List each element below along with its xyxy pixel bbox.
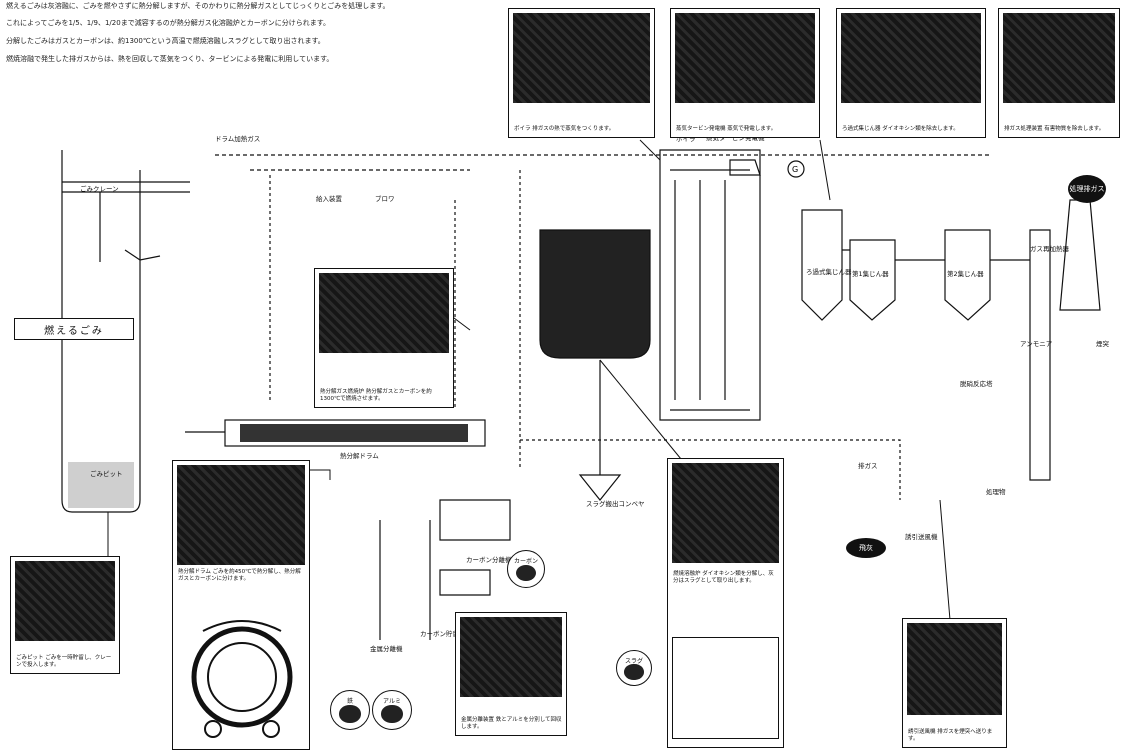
exhaust-label: 排ガス bbox=[858, 462, 878, 470]
photo-filter-caption: ろ過式集じん器 ダイオキシン類を除去します。 bbox=[842, 126, 981, 133]
clean-exhaust-badge: 処理排ガス bbox=[1068, 175, 1106, 203]
photo-drum-gas: 熱分解ガス燃焼炉 熱分解ガスとカーボンを約1300℃で燃焼させます。 bbox=[314, 268, 454, 408]
fan-label: ブロワ bbox=[375, 195, 395, 203]
slag-conveyor-label: スラグ搬出コンベヤ bbox=[586, 500, 645, 508]
carbon-output-label: カーボン bbox=[508, 556, 544, 565]
aluminum-output-label: アルミ bbox=[373, 696, 411, 705]
photo-melting-caption: 燃焼溶融炉 ダイオキシン類を分解し、灰分はスラグとして取り出します。 bbox=[673, 571, 779, 585]
aluminum-output-circle: アルミ bbox=[372, 690, 412, 730]
carbon-output-circle: カーボン bbox=[507, 550, 545, 588]
photo-pit: ごみピット ごみを一時貯留し、クレーンで投入します。 bbox=[10, 556, 120, 674]
ammonia-label: アンモニア bbox=[1020, 340, 1052, 348]
chimney-label: 煙突 bbox=[1096, 340, 1109, 348]
photo-turbine: 蒸気タービン発電機 蒸気で発電します。 bbox=[670, 8, 820, 138]
drum-gas-label: ドラム加熱ガス bbox=[215, 135, 260, 143]
photo-drum-gas-caption: 熱分解ガス燃焼炉 熱分解ガスとカーボンを約1300℃で燃焼させます。 bbox=[320, 389, 449, 403]
slag-output-circle: スラグ bbox=[616, 650, 652, 686]
fly-ash-badge: 飛灰 bbox=[846, 538, 886, 558]
photo-boiler: ボイラ 排ガスの熱で蒸気をつくります。 bbox=[508, 8, 655, 138]
pit-label: ごみピット bbox=[90, 470, 123, 478]
dust-collector-1-label: 第1集じん器 bbox=[852, 270, 889, 278]
iron-output-circle: 鉄 bbox=[330, 690, 370, 730]
treated-label: 処理物 bbox=[986, 488, 1006, 496]
photo-metal-caption: 金属分離装置 鉄とアルミを分別して回収します。 bbox=[461, 717, 562, 731]
denox-label: 脱硝反応塔 bbox=[960, 380, 993, 388]
photo-turbine-caption: 蒸気タービン発電機 蒸気で発電します。 bbox=[676, 126, 815, 133]
photo-gas-caption: 排ガス処理装置 有害物質を除去します。 bbox=[1004, 126, 1115, 133]
photo-boiler-caption: ボイラ 排ガスの熱で蒸気をつくります。 bbox=[514, 126, 650, 133]
photo-melting: 燃焼溶融炉 ダイオキシン類を分解し、灰分はスラグとして取り出します。 bbox=[667, 458, 784, 748]
photo-filter: ろ過式集じん器 ダイオキシン類を除去します。 bbox=[836, 8, 986, 138]
photo-gas: 排ガス処理装置 有害物質を除去します。 bbox=[998, 8, 1120, 138]
drum-inlet-label: 給入装置 bbox=[316, 195, 342, 203]
drum-diagram bbox=[183, 611, 301, 743]
dust-collector-2-label: 第2集じん器 bbox=[947, 270, 984, 278]
main-fan-label: 誘引送風機 bbox=[905, 533, 938, 541]
metal-separator-label: 金属分離機 bbox=[370, 645, 403, 653]
photo-drum: 熱分解ドラム ごみを約450℃で熱分解し、熱分解ガスとカーボンに分けます。 bbox=[172, 460, 310, 750]
photo-fan: 誘引送風機 排ガスを煙突へ送ります。 bbox=[902, 618, 1007, 748]
photo-drum-caption: 熱分解ドラム ごみを約450℃で熱分解し、熱分解ガスとカーボンに分けます。 bbox=[178, 569, 305, 583]
burnable-waste-banner: 燃えるごみ bbox=[14, 318, 134, 340]
crane-label: ごみクレーン bbox=[80, 185, 119, 193]
svg-text:G: G bbox=[792, 165, 798, 174]
iron-output-label: 鉄 bbox=[331, 696, 369, 705]
gas-preheater-label: ガス再加熱器 bbox=[1030, 245, 1069, 253]
photo-metal: 金属分離装置 鉄とアルミを分別して回収します。 bbox=[455, 612, 567, 736]
carbon-separator-label: カーボン分離機 bbox=[466, 556, 512, 564]
bag-filter-label: ろ過式集じん器 bbox=[806, 268, 852, 276]
photo-fan-caption: 誘引送風機 排ガスを煙突へ送ります。 bbox=[908, 729, 1002, 743]
photo-pit-caption: ごみピット ごみを一時貯留し、クレーンで投入します。 bbox=[16, 655, 115, 669]
drum-label: 熱分解ドラム bbox=[340, 452, 379, 460]
